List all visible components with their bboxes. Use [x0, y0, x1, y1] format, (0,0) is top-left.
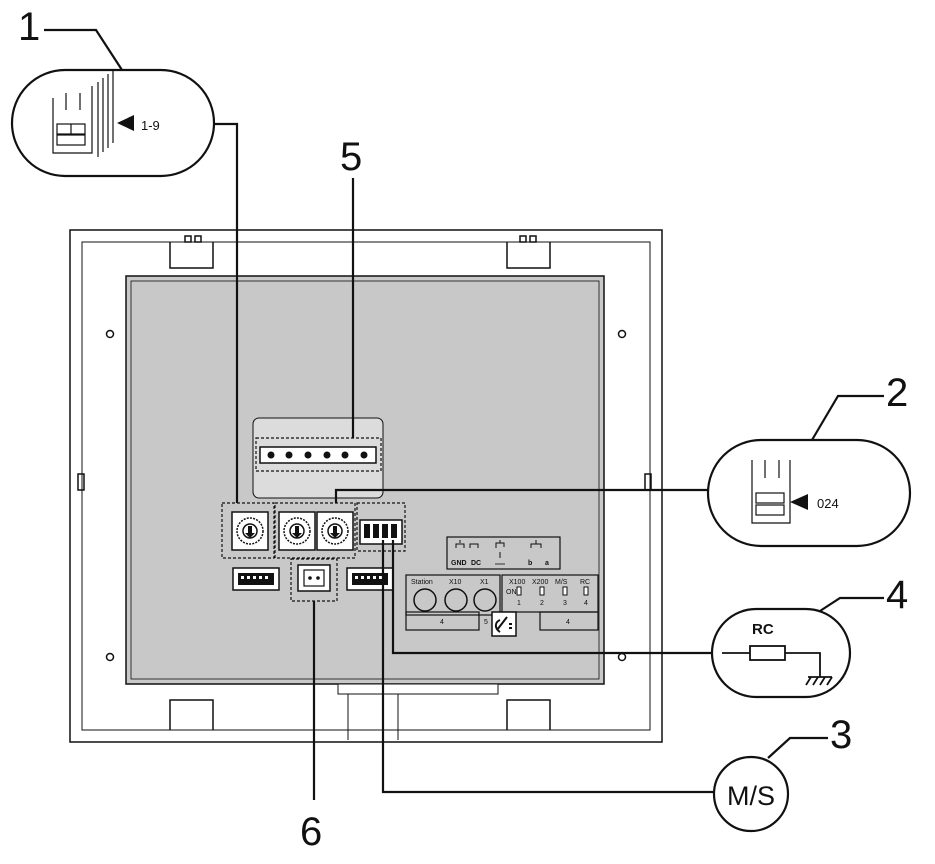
callout-1-range: 1-9	[141, 118, 160, 133]
rotary-switch-1	[231, 511, 269, 551]
terminal-a-label: a	[545, 560, 549, 567]
switch-ms-label: M/S	[555, 579, 568, 586]
callout-4-number: 4	[886, 573, 908, 617]
callout-5-number: 5	[340, 135, 362, 179]
port-left	[232, 567, 280, 591]
switch-x200-label: X200	[532, 579, 548, 586]
x1-label: X1	[480, 579, 489, 586]
callout-2-number: 2	[886, 371, 908, 415]
callout-3-number: 3	[830, 713, 852, 757]
switch-number-2: 2	[540, 600, 544, 607]
box-left-value: 4	[440, 619, 444, 626]
box-right-value: 4	[566, 619, 570, 626]
bottom-connector	[337, 683, 499, 740]
rotary-switch-3	[316, 511, 354, 551]
callout-2-range: 024	[817, 496, 839, 511]
station-label: Station	[411, 579, 433, 586]
switch-number-1: 1	[517, 600, 521, 607]
service-icon: 5	[484, 611, 517, 637]
terminal-gnd-label: GND	[451, 560, 467, 567]
service-icon-number: 5	[484, 619, 488, 626]
switch-x100-label: X100	[509, 579, 525, 586]
switch-number-4: 4	[584, 600, 588, 607]
rotary-switch-2	[278, 511, 316, 551]
resistor-icon	[722, 645, 833, 686]
switch-label-block: X100 X200 M/S RC ON 1 2 3 4 4	[501, 574, 599, 631]
terminal-dc-label: DC	[471, 560, 481, 567]
on-label: ON	[506, 589, 517, 596]
rotary-switches	[221, 502, 356, 559]
callout-6-number: 6	[300, 810, 322, 854]
station-block: Station X10 X1 4	[405, 574, 501, 631]
callout-4: 4 RC	[710, 573, 908, 699]
dip-range-icon-2	[751, 460, 791, 524]
switch-rc-label: RC	[580, 579, 590, 586]
port-right	[346, 567, 394, 591]
callout-3-label: M/S	[727, 781, 775, 811]
device-frame	[69, 229, 663, 743]
callout-1-number: 1	[18, 5, 40, 49]
leader-lines	[214, 122, 713, 800]
dip-switches	[356, 502, 406, 552]
dip-range-icon	[52, 70, 114, 157]
terminal-block: GND DC b a	[446, 536, 561, 570]
terminal-b-label: b	[528, 560, 532, 567]
callout-3: 3 M/S	[712, 713, 852, 833]
callout-1: 1 1-9	[10, 5, 216, 178]
pin-connector-block	[252, 417, 384, 499]
jumper-connector	[290, 558, 338, 602]
switch-number-3: 3	[563, 600, 567, 607]
x10-label: X10	[449, 579, 462, 586]
callout-2: 2 024	[706, 371, 912, 548]
callout-4-label: RC	[752, 621, 774, 638]
